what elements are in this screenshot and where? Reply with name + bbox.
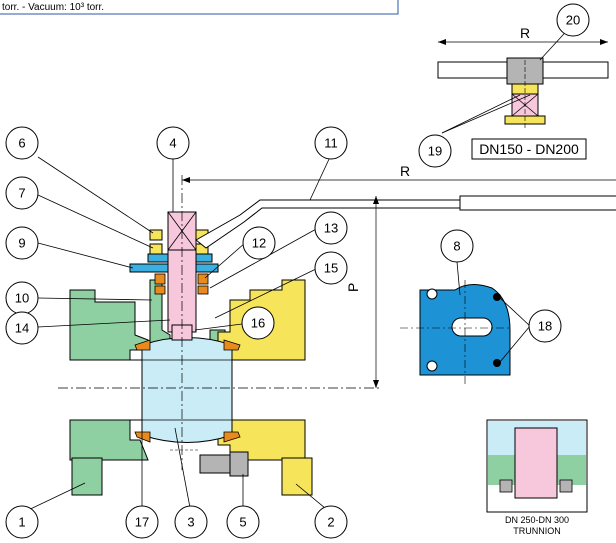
callout-11: 11 [314, 126, 348, 160]
callout-6-label: 6 [18, 136, 25, 151]
callout-19: 19 [418, 134, 452, 168]
callout-13: 13 [314, 211, 348, 245]
callout-7-label: 7 [18, 186, 25, 201]
callout-17-label: 17 [135, 515, 149, 530]
callout-2: 2 [314, 505, 348, 539]
note-text: torr. - Vacuum: 10³ torr. [2, 2, 104, 13]
note-box: torr. - Vacuum: 10³ torr. [0, 0, 399, 15]
callout-4: 4 [156, 126, 190, 160]
callout-9: 9 [5, 226, 39, 260]
callout-10: 10 [5, 281, 39, 315]
callout-15-label: 15 [324, 261, 338, 276]
stop-plate [400, 280, 511, 385]
callout-3-label: 3 [187, 515, 194, 530]
inset-bottom-label-1: DN 250-DN 300 [505, 515, 569, 525]
inset-trunnion: DN 250-DN 300 TRUNNION [486, 419, 588, 536]
inset-bottom-label-2: TRUNNION [513, 526, 561, 536]
callout-15: 15 [314, 251, 348, 285]
callout-16-label: 16 [251, 316, 265, 331]
callout-12-label: 12 [252, 236, 266, 251]
callout-3: 3 [174, 505, 208, 539]
callout-18: 18 [528, 309, 562, 343]
callout-20-label: 20 [566, 13, 580, 28]
callout-9-label: 9 [18, 236, 25, 251]
callout-14: 14 [5, 311, 39, 345]
callout-2-label: 2 [327, 515, 334, 530]
callout-18-label: 18 [538, 319, 552, 334]
callout-5: 5 [226, 505, 260, 539]
dimension-lines: R P [182, 163, 616, 388]
callout-1: 1 [5, 505, 39, 539]
callout-1-label: 1 [18, 515, 25, 530]
callout-17: 17 [125, 505, 159, 539]
handle-lever [195, 195, 616, 249]
callout-14-label: 14 [15, 321, 29, 336]
inset-top-label: DN150 - DN200 [479, 141, 579, 157]
callout-16: 16 [241, 306, 275, 340]
callout-8: 8 [440, 229, 474, 263]
callout-13-label: 13 [324, 221, 338, 236]
callout-10-label: 10 [15, 291, 29, 306]
callout-11-label: 11 [324, 136, 338, 151]
dimension-P: P [345, 283, 361, 292]
callout-12: 12 [242, 226, 276, 260]
callout-8-label: 8 [453, 239, 460, 254]
inset-top: R DN150 - DN200 [437, 25, 609, 160]
dimension-R: R [400, 163, 410, 179]
valve-body [69, 279, 313, 496]
callout-6: 6 [5, 126, 39, 160]
callouts: 6 7 9 10 14 4 11 12 13 15 16 8 18 19 20 … [5, 3, 590, 539]
callout-5-label: 5 [239, 515, 246, 530]
callout-4-label: 4 [169, 136, 176, 151]
dimension-R-inset: R [520, 25, 530, 41]
callout-19-label: 19 [428, 144, 442, 159]
callout-20: 20 [556, 3, 590, 37]
stem-assembly [58, 175, 380, 470]
callout-7: 7 [5, 176, 39, 210]
